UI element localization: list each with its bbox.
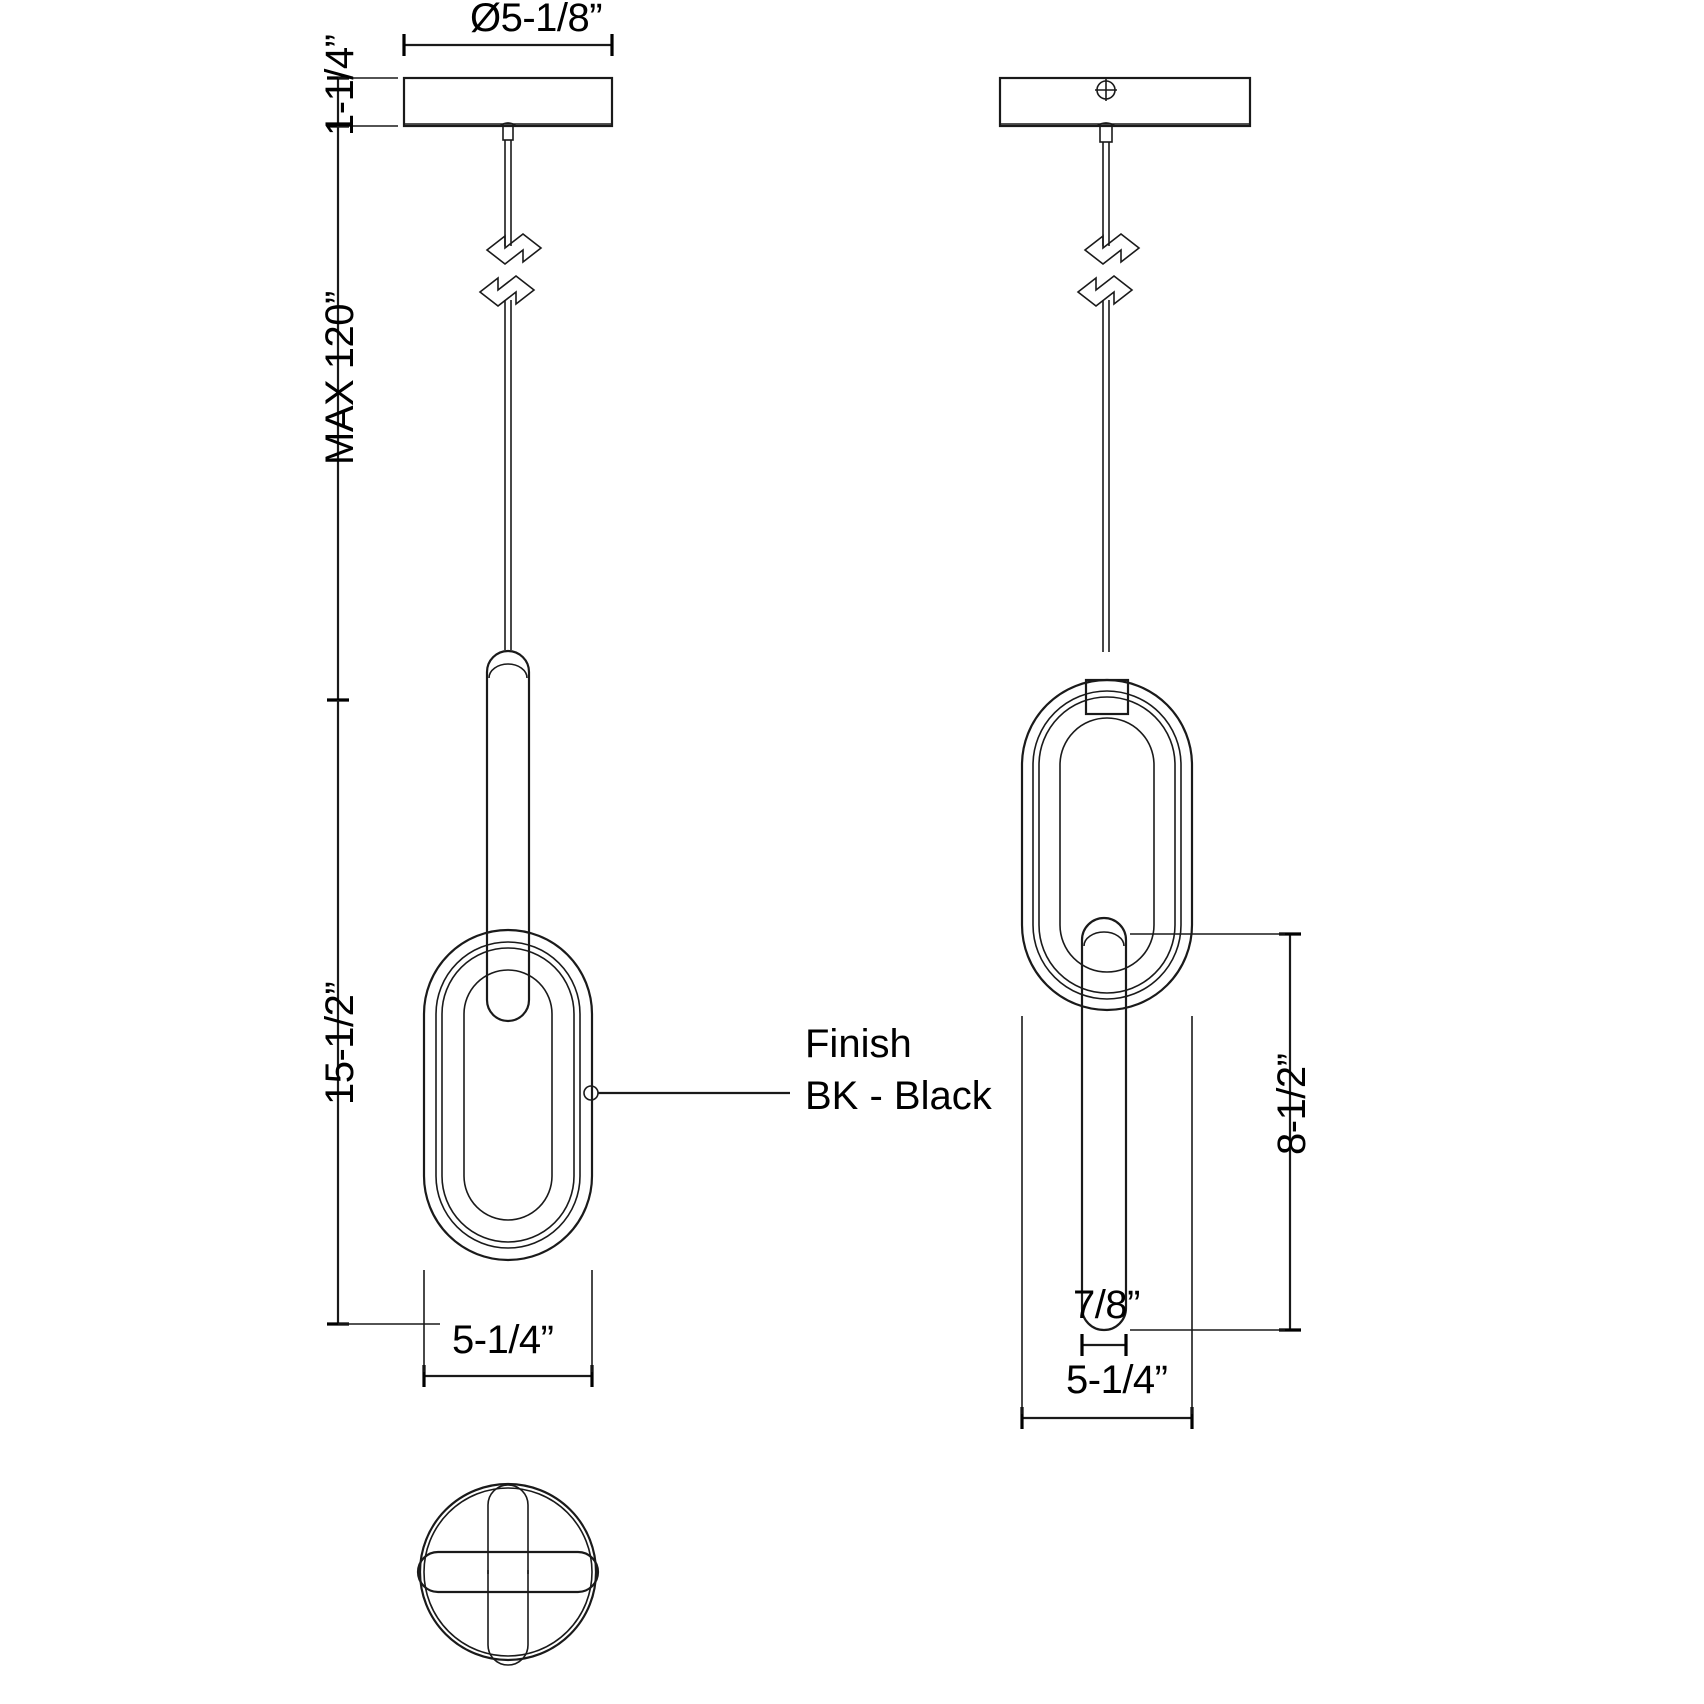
- vertical-rod-side: [1080, 916, 1128, 1332]
- oval-ring-front: [422, 928, 594, 1262]
- dim-vertical-stack-front: [327, 76, 440, 1326]
- canopy-front: [402, 76, 614, 128]
- canopy-side: [998, 76, 1252, 128]
- vertical-rod-front: [485, 649, 531, 1023]
- finish-leader-line: [583, 1085, 790, 1101]
- suspension-cable-side: [1076, 142, 1141, 652]
- finish-callout: Finish BK - Black: [805, 1018, 992, 1122]
- dim-label-overall-width: 5-1/4”: [1066, 1358, 1168, 1402]
- canopy-mount-nub: [499, 122, 517, 141]
- bottom-plan-view-group: [416, 1482, 600, 1666]
- dim-label-fixture-width: 5-1/4”: [452, 1318, 554, 1362]
- oval-ring-side: [1020, 678, 1194, 1012]
- side-elevation-group: [998, 76, 1301, 1429]
- suspension-cable-front: [478, 140, 543, 650]
- dim-label-rod-length: 8-1/2”: [1270, 1053, 1314, 1156]
- dim-label-max-drop: MAX 120”: [318, 291, 362, 465]
- dim-overall-width-side: [1020, 1016, 1194, 1429]
- dim-fixture-width-front: [422, 1270, 594, 1387]
- dim-canopy-diameter: [402, 34, 614, 56]
- finish-callout-line1: Finish: [805, 1022, 912, 1066]
- dim-label-fixture-height: 15-1/2”: [318, 981, 362, 1105]
- dim-rod-length-side: [1130, 932, 1301, 1332]
- dim-label-rod-width: 7/8”: [1073, 1283, 1140, 1327]
- front-elevation-group: [327, 34, 790, 1666]
- finish-callout-line2: BK - Black: [805, 1074, 992, 1118]
- dim-rod-width-side: [1080, 1334, 1128, 1356]
- dim-label-canopy-height: 1-1/4”: [318, 34, 362, 137]
- dim-label-canopy-diameter: Ø5-1/8”: [470, 0, 603, 40]
- canopy-mount-nub-side: [1096, 122, 1116, 143]
